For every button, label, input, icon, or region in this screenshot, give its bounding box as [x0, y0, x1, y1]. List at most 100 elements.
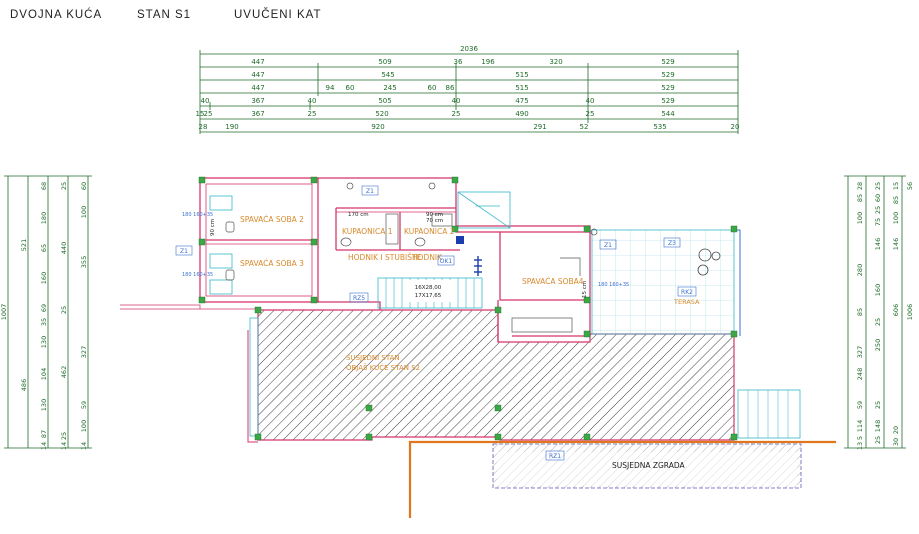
- dim-label: 114: [856, 420, 864, 432]
- dim-label: 146: [874, 238, 882, 250]
- neighbor-building: [492, 443, 802, 489]
- room-label-spavaca-soba-3: SPAVAĆA SOBA 3: [240, 259, 304, 268]
- dim-label: 25: [874, 206, 882, 214]
- structural-columns: [198, 176, 738, 441]
- dim-label: 920: [371, 123, 384, 131]
- dim-label: 14: [40, 442, 48, 450]
- dim-label: 35: [40, 318, 48, 326]
- dim-label: 25: [874, 182, 882, 190]
- dim-label: 60: [346, 84, 355, 92]
- dim-label: 28: [856, 182, 864, 190]
- dim-label: 146: [892, 238, 900, 250]
- dim-label: 462: [60, 366, 68, 378]
- dim-label: 490: [515, 110, 528, 118]
- dim-label: 529: [661, 97, 674, 105]
- room-label-susjedna-zgrada: SUSJEDNA ZGRADA: [612, 461, 685, 470]
- dim-label: 5: [856, 436, 864, 440]
- tag-window-2: 180 160+35: [182, 272, 213, 278]
- note-15cm: 15 cm: [582, 281, 588, 298]
- dim-label: 85: [856, 194, 864, 202]
- dim-label: 60: [80, 182, 88, 190]
- tag-z1-left: Z1: [180, 248, 188, 255]
- dim-label: 25: [452, 110, 461, 118]
- dim-label: 130: [40, 399, 48, 411]
- dim-label: 250: [874, 339, 882, 351]
- tag-window-1: 180 160+35: [182, 212, 213, 218]
- dim-label: 52: [580, 123, 589, 131]
- dim-label: 69: [40, 304, 48, 312]
- dim-label: 60: [874, 194, 882, 202]
- dim-label: 248: [856, 368, 864, 380]
- dim-label: 40: [452, 97, 461, 105]
- dim-label: 355: [80, 256, 88, 268]
- dim-label: 20: [892, 426, 900, 434]
- room-label-spavaca-soba-2: SPAVAĆA SOBA 2: [240, 215, 304, 224]
- dim-label: 447: [251, 58, 264, 66]
- dim-label: 544: [661, 110, 675, 118]
- dim-label: 320: [549, 58, 562, 66]
- room-labels: SPAVAĆA SOBA 2 SPAVAĆA SOBA 3 KUPAONICA …: [240, 215, 700, 470]
- dim-label: 447: [251, 84, 264, 92]
- dim-label: 606: [892, 304, 900, 316]
- dim-label: 148: [874, 420, 882, 432]
- dim-left-total: 1007: [0, 304, 8, 321]
- room-label-terasa: TERASA: [673, 298, 700, 306]
- dim-label: 40: [308, 97, 317, 105]
- dim-label: 40: [586, 97, 595, 105]
- dim-label: 15: [892, 182, 900, 190]
- room-label-hodnik: HODNIK I STUBIŠTE: [348, 253, 422, 262]
- left-dimensions: 1007 521 486 68 180 65 160 69 35 130 104…: [0, 175, 92, 450]
- note-170cm: 170 cm: [348, 212, 369, 218]
- right-dimensions: 28 85 100 280 85 327 248 59 114 5 13 25 …: [844, 175, 914, 450]
- dim-label: 20: [731, 123, 740, 131]
- dim-label: 245: [383, 84, 396, 92]
- dim-label: 447: [251, 71, 264, 79]
- dim-label: 25: [60, 306, 68, 314]
- dim-label: 15: [196, 110, 205, 118]
- dim-label: 25: [874, 436, 882, 444]
- dim-label: 327: [80, 346, 88, 358]
- note-70cm: 70 cm: [426, 218, 443, 224]
- tag-z3: Z3: [668, 240, 676, 247]
- dim-label: 100: [80, 206, 88, 218]
- stair-note: 16X28,00: [415, 285, 442, 291]
- dim-label: 13: [856, 442, 864, 450]
- dim-label: 59: [80, 401, 88, 409]
- dim-label: 25: [60, 182, 68, 190]
- dim-label: 515: [515, 84, 528, 92]
- dim-label: 521: [20, 239, 28, 251]
- dim-label: 190: [225, 123, 238, 131]
- room-label-hodnik-2: HODNIK: [412, 253, 443, 262]
- bathroom-fixtures: [225, 182, 598, 333]
- dim-label: 65: [40, 244, 48, 252]
- chimney-marker: [456, 236, 464, 244]
- dim-label: 100: [80, 420, 88, 432]
- title-building: DVOJNA KUĆA: [10, 9, 103, 21]
- dim-top-total: 2036: [460, 45, 478, 53]
- dim-label: 25: [308, 110, 317, 118]
- terrace: [591, 229, 801, 439]
- dim-label: 130: [40, 336, 48, 348]
- dim-label: 520: [375, 110, 388, 118]
- room-label-spavaca-soba-4: SPAVAĆA SOBA4: [522, 277, 584, 286]
- notes: 170 cm 90 cm 70 cm 15 cm 90 cm: [210, 212, 588, 298]
- dim-label: 291: [533, 123, 546, 131]
- dim-label: 94: [326, 84, 335, 92]
- dim-label: 100: [892, 212, 900, 224]
- dim-label: 60: [428, 84, 437, 92]
- dim-label: 196: [481, 58, 495, 66]
- note-90cm-b: 90 cm: [210, 219, 216, 236]
- tag-ok1: OK1: [440, 258, 453, 265]
- terrain-line: [408, 440, 836, 518]
- dim-label: 160: [40, 272, 48, 284]
- dim-label: 100: [856, 212, 864, 224]
- room-label-kupaonica-2: KUPAONICA 2: [404, 227, 455, 236]
- balcony-left: [120, 304, 258, 310]
- dim-label: 280: [856, 264, 864, 276]
- dim-label: 14: [60, 442, 68, 450]
- dim-label: 30: [892, 438, 900, 446]
- tag-rz1: RZ1: [549, 453, 561, 460]
- room-label-kupaonica-1: KUPAONICA 1: [342, 227, 393, 236]
- dim-label: 28: [199, 123, 208, 131]
- dim-label: 535: [653, 123, 666, 131]
